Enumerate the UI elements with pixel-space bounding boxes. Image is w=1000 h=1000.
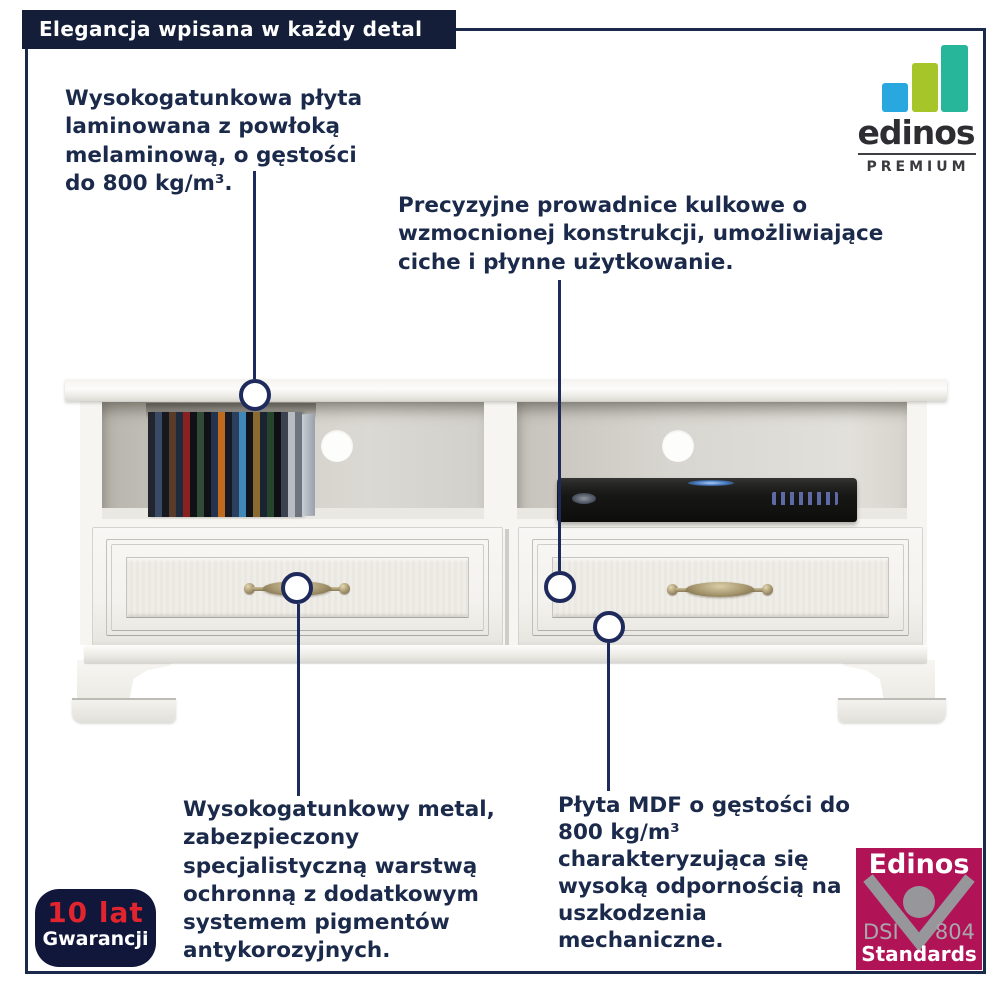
- drawer-gap: [505, 529, 509, 648]
- drawer-molding: [537, 544, 904, 631]
- callout-slides-text: Precyzyjne prowadnice kulkowe o wzmocnio…: [398, 192, 883, 277]
- callout-line: systemem pigmentów: [183, 910, 450, 936]
- callout-line: ochronną z dodatkowym: [183, 881, 479, 907]
- dvd-stack: [148, 412, 302, 517]
- callout-line: Płyta MDF o gęstości do: [558, 793, 851, 818]
- callout-line: laminowana z powłoką: [65, 114, 340, 140]
- callout-marker-laminate: [239, 379, 271, 411]
- tv-stand-top-panel: [65, 379, 947, 401]
- callout-line: melaminową, o gęstości: [65, 142, 357, 168]
- handle-grip: [686, 582, 754, 597]
- callout-metal-text: Wysokogatunkowy metal, zabezpieczony spe…: [183, 796, 495, 966]
- bluray-player-led: [688, 480, 734, 486]
- callout-marker-mdf: [593, 611, 625, 643]
- handle-knob: [244, 583, 255, 594]
- callout-line: Wysokogatunkowy metal,: [183, 797, 495, 822]
- standards-dsi: DSI: [863, 920, 899, 944]
- standards-804: 804: [934, 920, 975, 944]
- callout-marker-slides: [544, 571, 576, 603]
- bracket-foot-right-base: [838, 698, 946, 722]
- callout-laminate-text: Wysokogatunkowa płyta laminowana z powło…: [65, 85, 362, 198]
- callout-line: uszkodzenia: [558, 901, 707, 926]
- callout-line-laminate: [253, 171, 256, 379]
- callout-line: wzmocnionej konstrukcji, umożliwiające: [398, 221, 884, 247]
- page-border-frame: [25, 28, 986, 974]
- callout-line-slides: [558, 280, 561, 571]
- callout-line: Wysokogatunkowa płyta: [65, 86, 363, 111]
- drawer-molding: [532, 539, 909, 636]
- callout-mdf-text: Płyta MDF o gęstości do 800 kg/m³ charak…: [558, 792, 850, 954]
- warranty-label: Gwarancji: [42, 928, 149, 950]
- drawer-handle-right: [667, 578, 773, 600]
- standards-badge: Edinos DSI 804 Standards: [856, 848, 982, 970]
- callout-line: zabezpieczony: [183, 825, 360, 851]
- bluray-logo: [572, 493, 596, 504]
- handle-knob: [339, 583, 350, 594]
- callout-line: do 800 kg/m³.: [65, 170, 233, 196]
- bar-chart-logo-icon: [882, 83, 908, 112]
- handle-knob: [762, 584, 773, 595]
- brand-divider: [858, 153, 976, 155]
- callout-line-metal: [297, 604, 300, 796]
- warranty-badge: 10 lat Gwarancji: [35, 889, 156, 967]
- callout-line: Precyzyjne prowadnice kulkowe o: [398, 193, 808, 218]
- standards-v-icon: [863, 874, 975, 950]
- cable-hole: [662, 430, 694, 462]
- tv-stand-plinth: [84, 645, 927, 663]
- handle-knob: [667, 584, 678, 595]
- warranty-years: 10 lat: [47, 896, 144, 929]
- brand-name: edinos: [857, 113, 975, 152]
- standards-brand: Edinos: [868, 849, 970, 880]
- callout-line: antykorozyjnych.: [183, 938, 391, 964]
- dvd-stack-side: [302, 413, 315, 517]
- callout-line-mdf: [607, 643, 610, 791]
- banner-title: Elegancja wpisana w każdy detal: [22, 10, 456, 49]
- bar-chart-logo-icon: [912, 63, 938, 112]
- brand-tier: PREMIUM: [866, 159, 970, 175]
- callout-line: charakteryzująca się: [558, 847, 809, 872]
- callout-marker-metal: [281, 572, 313, 604]
- callout-line: wysoką odpornością na: [558, 874, 842, 899]
- callout-line: ciche i płynne użytkowanie.: [398, 249, 734, 275]
- callout-line: mechaniczne.: [558, 928, 724, 953]
- callout-line: specjalistyczną warstwą: [183, 853, 478, 879]
- bar-chart-logo-icon: [941, 45, 968, 112]
- bluray-player-display: [772, 492, 838, 505]
- cable-hole: [321, 430, 353, 462]
- standards-label: Standards: [861, 942, 977, 966]
- callout-line: 800 kg/m³: [558, 820, 680, 845]
- bracket-foot-left-base: [72, 698, 176, 722]
